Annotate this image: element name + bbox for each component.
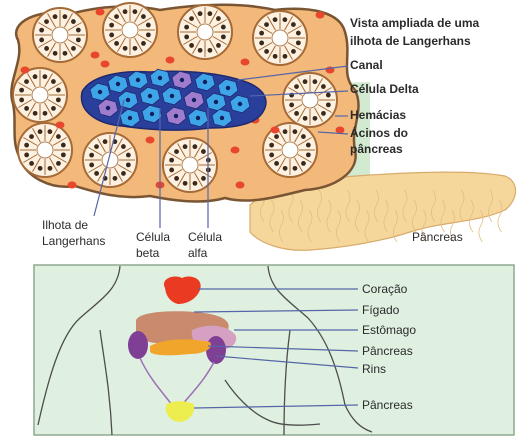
label-celula-beta-line2: beta [136,246,159,261]
acinus [13,68,67,122]
acinus [253,11,307,65]
red-blood-cell [241,59,250,66]
body-panel [34,265,514,435]
red-blood-cell [231,147,240,154]
label-pancreas-organ: Pâncreas [412,230,463,245]
red-blood-cell [166,57,175,64]
acinus [83,133,137,187]
kidney-left-shape [128,331,148,359]
red-blood-cell [271,127,280,134]
red-blood-cell [236,182,245,189]
red-blood-cell [146,137,155,144]
label-pancreas-bottom: Pâncreas [362,398,413,413]
label-acinos-line1: Ácinos do [350,126,408,141]
label-ilhota-line1: Ilhota de [42,218,88,233]
label-pancreas-body: Pâncreas [362,344,413,359]
acinus [33,8,87,62]
label-figado: Fígado [362,303,399,318]
label-celula-delta: Célula Delta [350,82,419,97]
label-celula-alfa-line2: alfa [188,246,207,261]
label-estomago: Estômago [362,323,416,338]
acinus [163,138,217,192]
label-coracao: Coração [362,282,407,297]
red-blood-cell [68,182,77,189]
red-blood-cell [316,12,325,19]
kidney-right-shape [206,336,226,364]
label-ilhota-line2: Langerhans [42,234,105,249]
red-blood-cell [101,61,110,68]
title-line2: ilhota de Langerhans [350,34,471,49]
acinus [103,3,157,57]
red-blood-cell [56,122,65,129]
label-celula-beta-line1: Célula [136,230,170,245]
red-blood-cell [96,9,105,16]
red-blood-cell [336,127,345,134]
label-rins: Rins [362,362,386,377]
label-canal: Canal [350,58,383,73]
title-line1: Vista ampliada de uma [350,16,479,31]
red-blood-cell [21,67,30,74]
acinus [178,5,232,59]
label-hemacias: Hemácias [350,108,406,123]
acinus [283,73,337,127]
acinus [18,123,72,177]
red-blood-cell [91,52,100,59]
label-acinos-line2: pâncreas [350,142,403,157]
label-celula-alfa-line1: Célula [188,230,222,245]
